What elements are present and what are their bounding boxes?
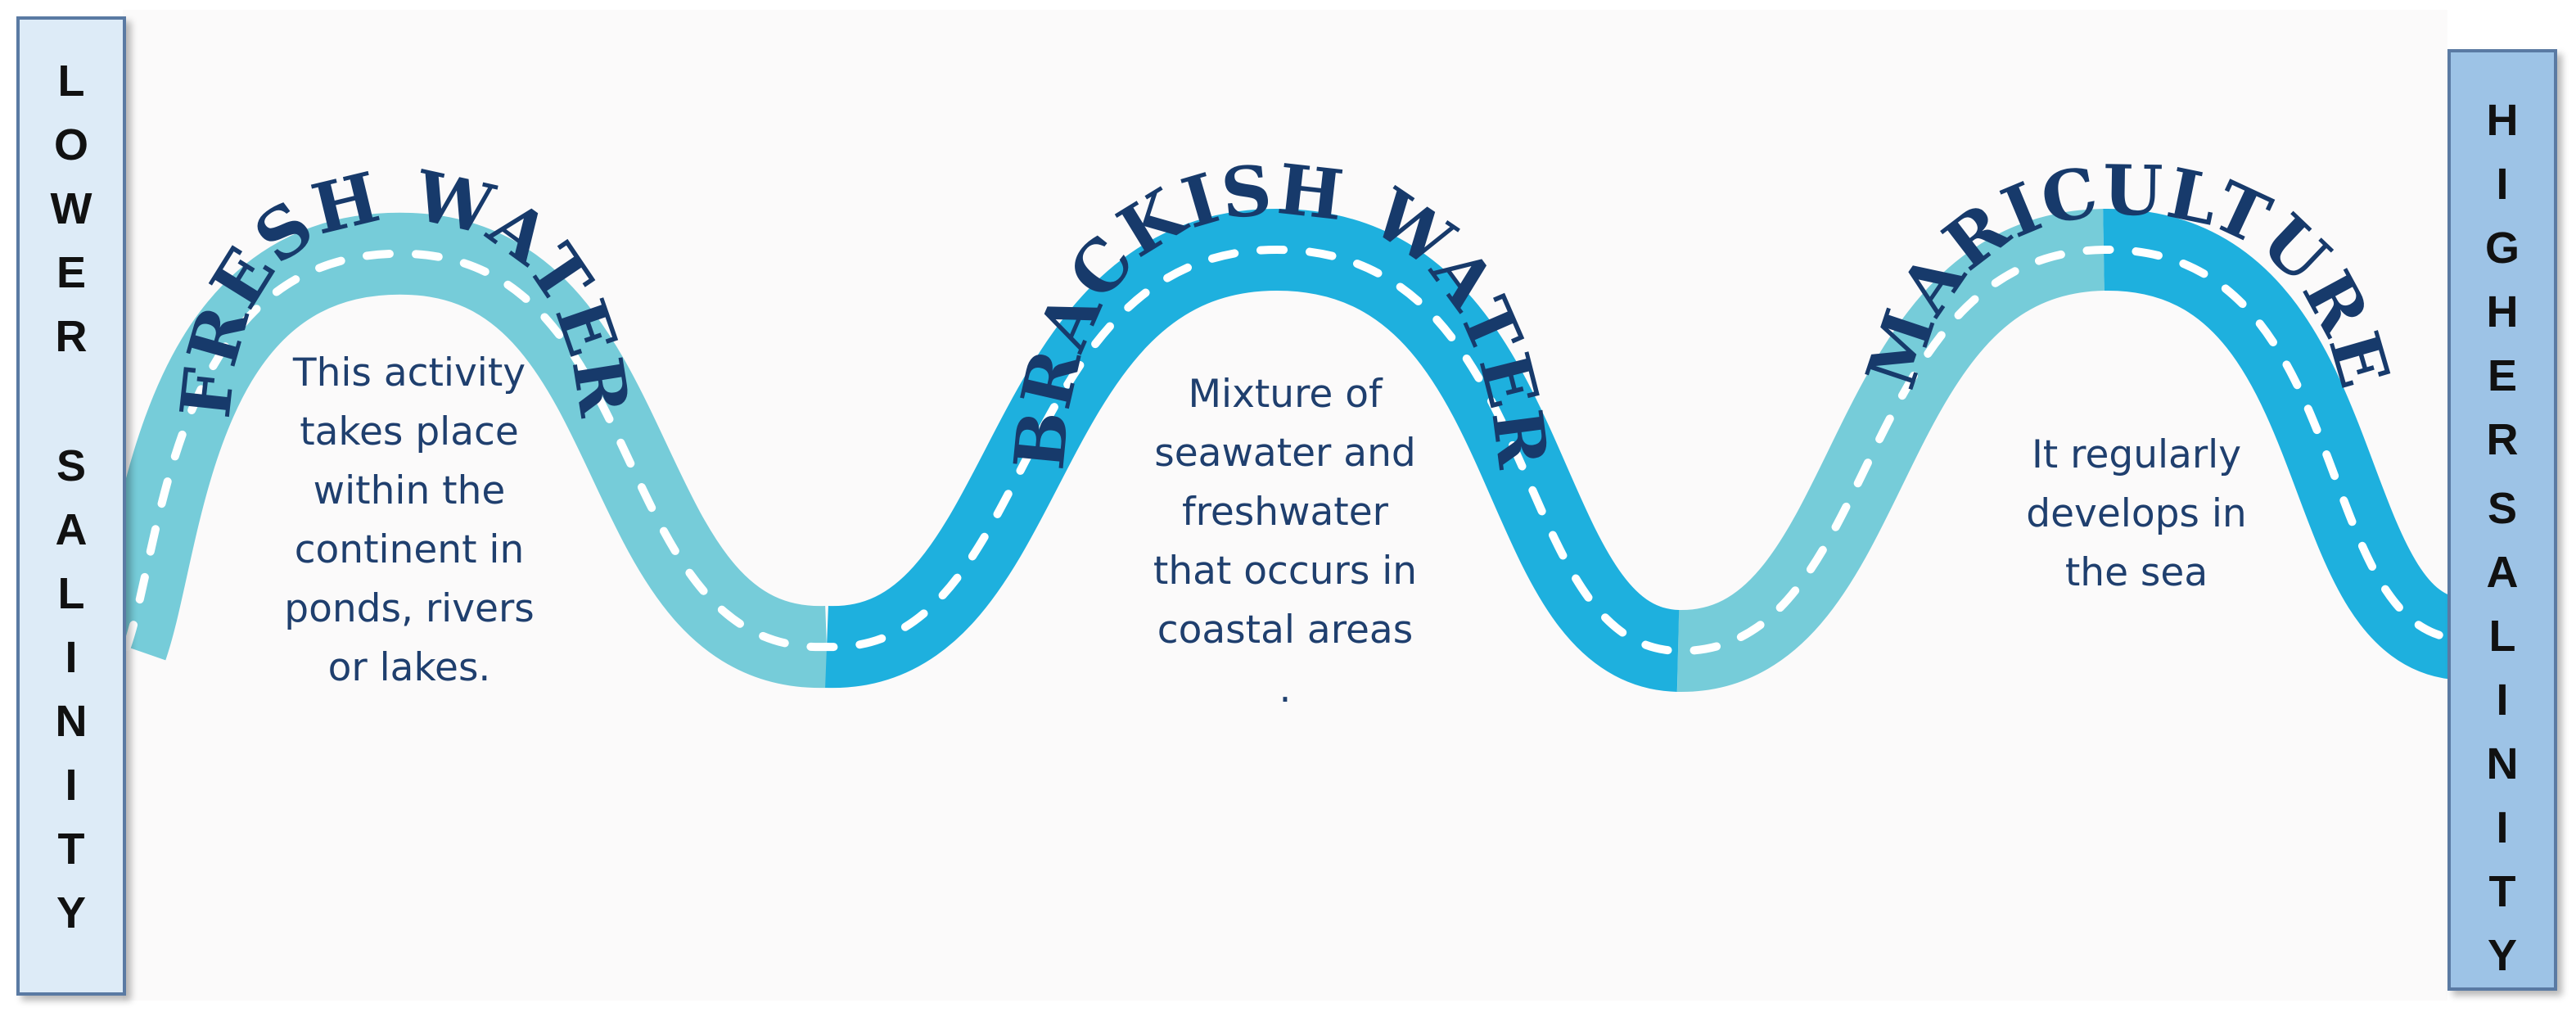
bar-letter: H [2486,287,2519,337]
bar-letter: I [2496,675,2509,725]
bar-letter: N [55,697,88,746]
bar-letter: O [53,120,88,169]
bar-letter: I [2496,160,2509,209]
bar-letter: S [2487,484,2518,533]
bar-letter: N [2486,739,2519,788]
bar-letter: A [55,505,88,554]
bar-letter: S [56,441,87,490]
bar-letter: L [2488,612,2516,661]
bar-letter: G [2484,224,2520,273]
bar-letter: I [65,761,78,810]
bar-letter: I [2496,803,2509,852]
bar-letter: L [57,569,85,618]
stage-description-fresh-water: This activity takes place within the con… [284,350,535,690]
bar-letter: Y [2487,931,2518,980]
bar-letter: R [55,312,88,361]
bar-letter: R [2486,415,2519,464]
bar-letter: E [56,248,87,297]
bar-letter: E [2487,351,2517,400]
bar-letter: I [65,633,78,682]
bar-letter: T [57,825,85,874]
bar-letter: A [2486,548,2519,597]
bar-letter: T [2488,867,2516,916]
bar-letter: Y [56,888,87,937]
stage-description-brackish-water: Mixture of seawater and freshwater that … [1153,372,1418,712]
stage-description-mariculture: It regularly develops in the sea [2026,432,2247,595]
bar-letter: L [57,56,85,106]
background-panel [123,10,2447,1001]
bar-letter: H [2486,96,2519,145]
river-centerline [123,245,2460,656]
bar-letter: W [50,184,92,233]
